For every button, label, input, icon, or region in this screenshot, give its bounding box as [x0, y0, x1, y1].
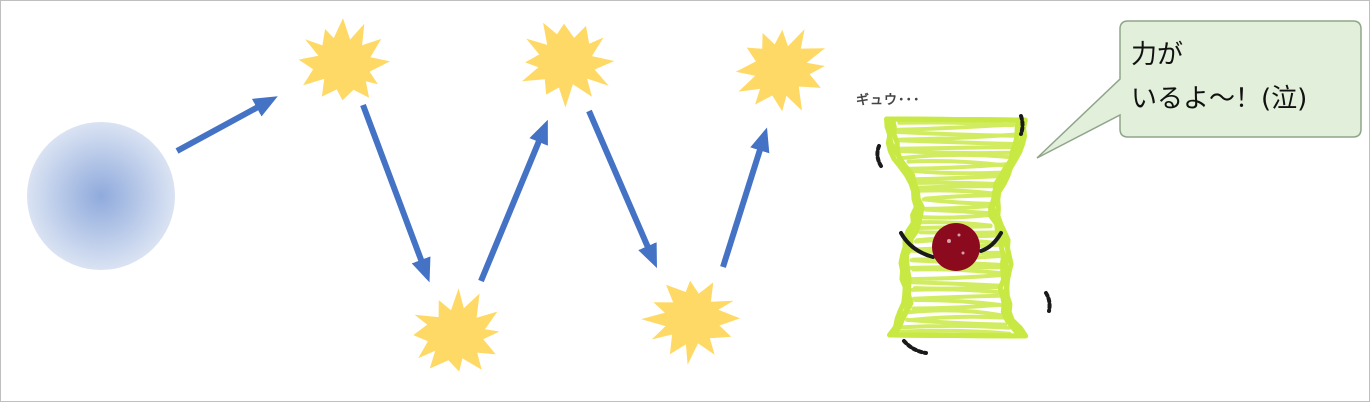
- callout-line-1: 力が: [1131, 40, 1184, 70]
- burst-5: [735, 29, 825, 112]
- callout-line-2: いるよ～！(泣): [1131, 84, 1308, 114]
- burst-2: [413, 288, 500, 372]
- arrow-3: [478, 119, 548, 283]
- creature-body-outline: [884, 116, 1029, 339]
- creature-limbs: [875, 114, 1052, 355]
- arrow-4: [586, 109, 657, 269]
- arrow-group: [175, 96, 770, 283]
- arrow-5: [720, 127, 770, 268]
- arrow-2: [360, 103, 431, 283]
- squished-creature: [875, 114, 1052, 355]
- burst-group: [298, 18, 825, 372]
- burst-4: [641, 280, 741, 365]
- burst-3: [522, 22, 615, 108]
- sound-effect-text: ギュウ･･･: [856, 93, 921, 108]
- callout-text: 力が いるよ～！(泣): [1131, 33, 1351, 121]
- blue-sphere: [27, 122, 175, 270]
- burst-1: [298, 18, 390, 101]
- arrow-1: [175, 96, 278, 154]
- speech-callout: [1036, 20, 1362, 159]
- creature-core: [932, 223, 980, 271]
